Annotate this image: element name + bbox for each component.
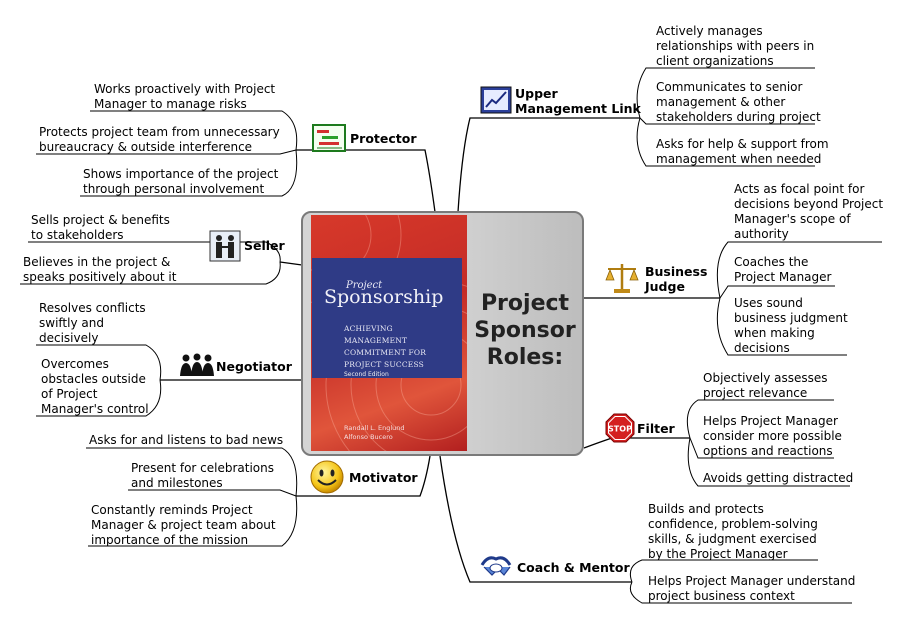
book-title-panel (312, 258, 462, 378)
seller-item-1: Sells project & benefits to stakeholders (31, 213, 170, 242)
coach-mentor-item-1: Builds and protects confidence, problem-… (648, 502, 818, 561)
protector-item-1: Works proactively with Project Manager t… (94, 82, 276, 111)
negotiator-item-2: Overcomes obstacles outside of Project M… (41, 357, 149, 416)
branch-seller (279, 261, 303, 266)
role-negotiator: Negotiator (216, 359, 292, 374)
scales-icon (604, 260, 640, 298)
handshake-icon (478, 551, 514, 585)
business-judge-item-2: Coaches the Project Manager (734, 255, 832, 284)
book-author-1: Randall L. Englund (344, 424, 405, 432)
branch-protector (296, 149, 436, 213)
role-upper-management-link: Upper Management Link (515, 86, 641, 116)
upper-management-item-3: Asks for help & support from management … (656, 137, 829, 166)
chart-icon (480, 86, 512, 118)
branch-upper-management (457, 117, 640, 213)
role-protector: Protector (350, 131, 417, 146)
central-title: Project Sponsor Roles: (474, 291, 576, 370)
role-coach-mentor: Coach & Mentor (517, 560, 630, 575)
role-motivator: Motivator (349, 470, 418, 485)
stop-sign-icon: STOP (605, 413, 635, 447)
branch-coach-mentor (439, 455, 632, 583)
group-icon (178, 352, 216, 382)
business-judge-item-3: Uses sound business judgment when making… (734, 296, 848, 355)
role-filter: Filter (637, 421, 675, 436)
filter-item-1: Objectively assesses project relevance (703, 371, 828, 400)
upper-management-item-2: Communicates to senior management & othe… (656, 80, 821, 124)
filter-item-2: Helps Project Manager consider more poss… (703, 414, 842, 458)
handshake-people-icon (209, 230, 241, 266)
protector-item-3: Shows importance of the project through … (83, 167, 279, 196)
motivator-item-2: Present for celebrations and milestones (131, 461, 274, 490)
filter-item-3: Avoids getting distracted (703, 471, 854, 485)
stop-sign-text: STOP (608, 425, 632, 434)
motivator-item-1: Asks for and listens to bad news (89, 433, 284, 447)
motivator-item-3: Constantly reminds Project Manager & pro… (91, 503, 276, 547)
upper-management-item-1: Actively manages relationships with peer… (656, 24, 815, 68)
branch-motivator (296, 455, 431, 497)
coach-mentor-item-2: Helps Project Manager understand project… (648, 574, 856, 603)
book-kicker: Project (346, 280, 383, 291)
book-author-2: Alfonso Bucero (344, 433, 393, 441)
book-title: Sponsorship (324, 286, 444, 308)
business-judge-item-1: Acts as focal point for decisions beyond… (734, 182, 884, 241)
negotiator-item-1: Resolves conflicts swiftly and decisivel… (39, 301, 146, 345)
role-seller: Seller (244, 238, 285, 253)
book-subtitle: Achieving Management Commitment for Proj… (344, 324, 427, 369)
seller-item-2: Believes in the project & speaks positiv… (23, 255, 177, 284)
role-business-judge: Business Judge (645, 264, 708, 294)
branch-filter (583, 437, 690, 449)
smiley-icon (309, 459, 345, 499)
gantt-chart-icon (312, 124, 346, 156)
protector-item-2: Protects project team from unnecessary b… (39, 125, 280, 154)
book-edition: Second Edition (344, 371, 389, 378)
